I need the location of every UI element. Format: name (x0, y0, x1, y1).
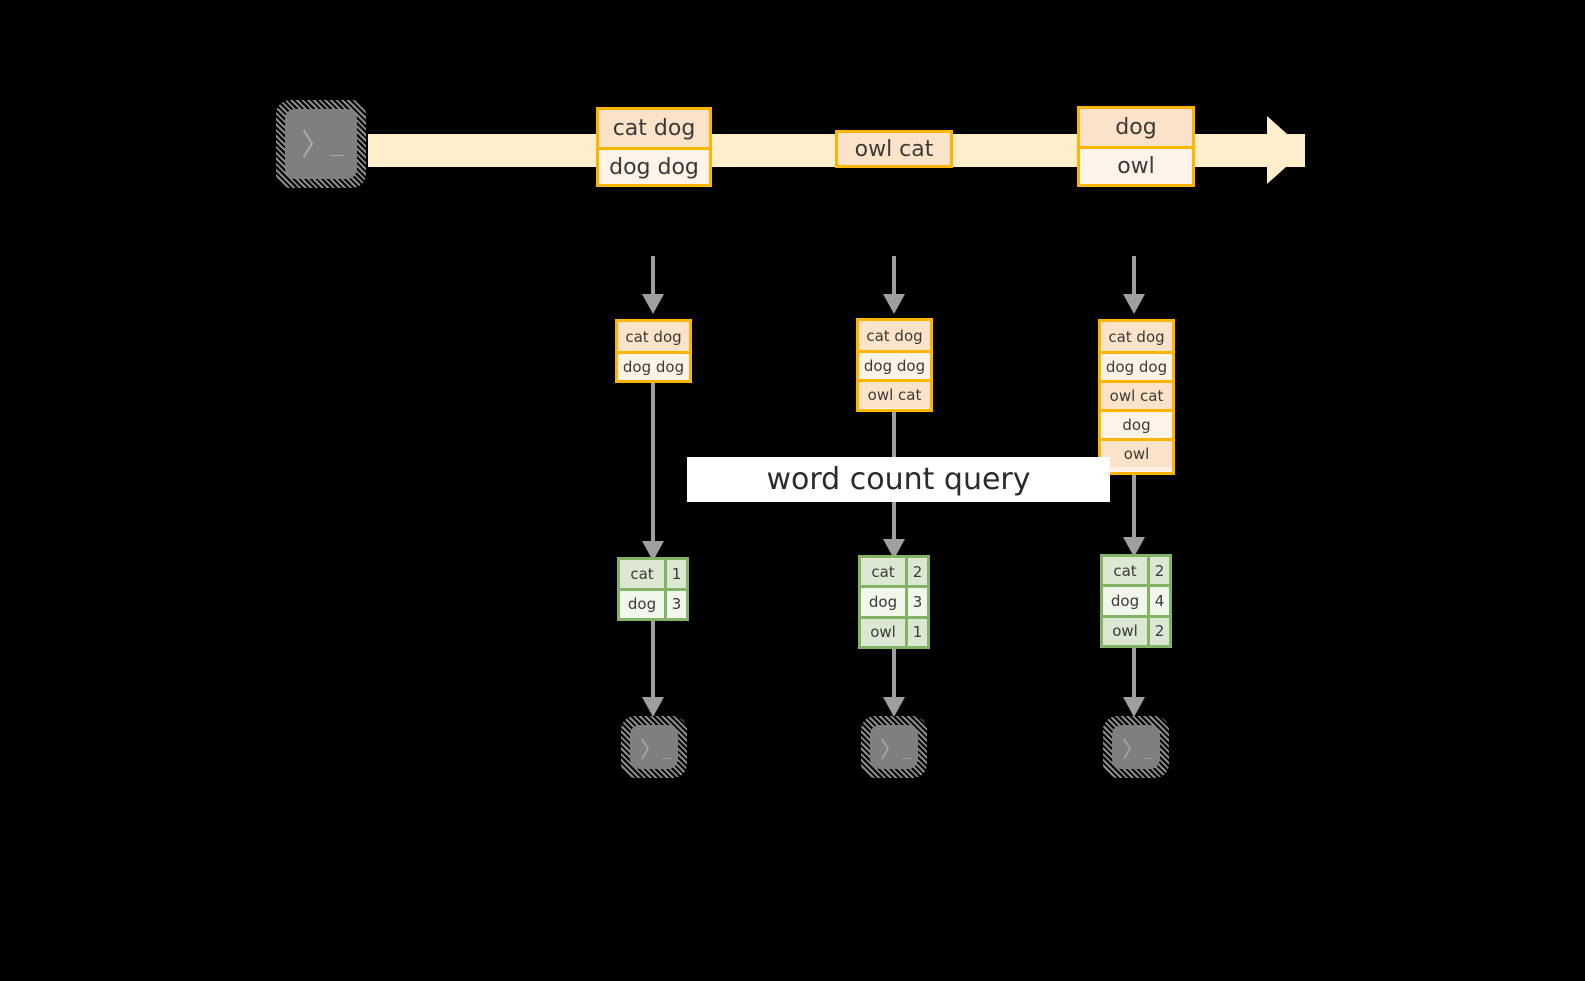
terminal-cursor-icon: _ (1144, 737, 1154, 759)
query-connector-1 (639, 383, 667, 561)
input-line: cat dog (859, 321, 930, 350)
connector-shaft (1132, 648, 1136, 699)
terminal-prompt-icon: 〉 (640, 738, 663, 763)
connector-arrowhead (1123, 537, 1145, 557)
connector-shaft (1132, 256, 1136, 294)
count-cell: 2 (1150, 617, 1169, 645)
count-cell: 1 (667, 560, 686, 588)
stream-event-line: owl (1080, 146, 1192, 183)
stream-event-3[interactable]: dog owl (1077, 106, 1195, 187)
connector-arrowhead (883, 294, 905, 314)
connector-arrowhead (1123, 294, 1145, 314)
connector-arrowhead (883, 539, 905, 559)
connector-shaft (1132, 475, 1136, 539)
snapshot-connector-dashed-1 (639, 256, 667, 314)
terminal-cursor-icon: _ (331, 127, 344, 157)
source-terminal-icon[interactable]: 〉 _ (276, 100, 366, 188)
accumulated-input-2[interactable]: cat dog dog dog owl cat (856, 318, 933, 412)
stream-arrowhead (1267, 116, 1305, 184)
input-line: dog dog (859, 350, 930, 379)
stream-event-line: dog dog (599, 147, 709, 184)
input-line: owl (1101, 438, 1172, 467)
count-cell: 4 (1150, 587, 1169, 615)
connector-shaft (892, 649, 896, 699)
accumulated-input-3[interactable]: cat dog dog dog owl cat dog owl (1098, 319, 1175, 475)
snapshot-connector-dashed-2 (880, 256, 908, 314)
connector-arrowhead (642, 697, 664, 717)
input-line: cat dog (618, 322, 689, 351)
table-row: cat 2 (861, 558, 927, 586)
connector-arrowhead (1123, 697, 1145, 717)
word-cell: cat (1103, 557, 1150, 585)
terminal-body (630, 725, 678, 769)
sink-terminal-icon-3[interactable]: 〉 _ (1103, 716, 1169, 778)
sink-connector-1 (639, 621, 667, 717)
input-line: owl cat (859, 379, 930, 408)
stream-event-line: cat dog (599, 110, 709, 147)
input-line: dog dog (1101, 351, 1172, 380)
query-label: word count query (687, 457, 1110, 502)
terminal-body (1112, 725, 1160, 769)
terminal-body (870, 725, 918, 769)
connector-shaft (651, 256, 655, 294)
sink-connector-3 (1120, 648, 1148, 717)
count-cell: 1 (908, 618, 927, 646)
word-cell: dog (861, 588, 908, 616)
word-cell: cat (620, 560, 667, 588)
word-count-result-2[interactable]: cat 2 dog 3 owl 1 (858, 555, 930, 649)
snapshot-connector-dashed-3 (1120, 256, 1148, 314)
stream-event-line: dog (1080, 109, 1192, 146)
input-line: dog dog (618, 351, 689, 380)
stream-event-1[interactable]: cat dog dog dog (596, 107, 712, 187)
word-cell: cat (861, 558, 908, 586)
accumulated-input-1[interactable]: cat dog dog dog (615, 319, 692, 383)
connector-arrowhead (883, 697, 905, 717)
sink-connector-2 (880, 649, 908, 717)
input-line: owl cat (1101, 380, 1172, 409)
connector-arrowhead (642, 294, 664, 314)
terminal-cursor-icon: _ (902, 737, 912, 759)
table-row: dog 4 (1103, 584, 1169, 615)
terminal-prompt-icon: 〉 (1122, 738, 1145, 763)
table-row: owl 2 (1103, 614, 1169, 645)
input-line: cat dog (1101, 322, 1172, 351)
connector-shaft (651, 621, 655, 699)
table-row: owl 1 (861, 615, 927, 646)
terminal-prompt-icon: 〉 (301, 128, 331, 163)
terminal-prompt-icon: 〉 (880, 738, 903, 763)
table-row: cat 1 (620, 560, 686, 588)
word-cell: dog (1103, 587, 1150, 615)
stream-event-line: owl cat (838, 133, 950, 165)
count-cell: 2 (1150, 557, 1169, 585)
connector-shaft (892, 256, 896, 294)
query-connector-3 (1120, 475, 1148, 557)
word-count-result-1[interactable]: cat 1 dog 3 (617, 557, 689, 621)
word-cell: dog (620, 590, 667, 618)
terminal-body (285, 109, 357, 179)
connector-arrowhead (642, 541, 664, 561)
terminal-cursor-icon: _ (662, 737, 672, 759)
table-row: cat 2 (1103, 557, 1169, 585)
input-line: dog (1101, 409, 1172, 438)
count-cell: 3 (667, 590, 686, 618)
word-cell: owl (861, 618, 908, 646)
table-row: dog 3 (861, 585, 927, 616)
table-row: dog 3 (620, 587, 686, 618)
word-cell: owl (1103, 617, 1150, 645)
word-count-result-3[interactable]: cat 2 dog 4 owl 2 (1100, 554, 1172, 648)
count-cell: 3 (908, 588, 927, 616)
sink-terminal-icon-2[interactable]: 〉 _ (861, 716, 927, 778)
connector-shaft (651, 383, 655, 543)
count-cell: 2 (908, 558, 927, 586)
stream-event-2[interactable]: owl cat (835, 130, 953, 168)
sink-terminal-icon-1[interactable]: 〉 _ (621, 716, 687, 778)
